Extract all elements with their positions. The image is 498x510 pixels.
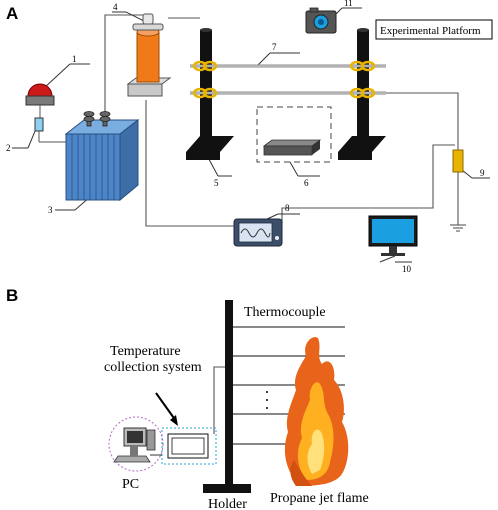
pc-icon bbox=[108, 416, 164, 472]
resistor-icon bbox=[452, 149, 464, 173]
label-3: 3 bbox=[48, 205, 53, 215]
high-voltage-coil-icon bbox=[126, 13, 172, 97]
component-numbers: 1 2 3 4 5 6 7 8 9 10 11 bbox=[6, 0, 485, 274]
alarm-light-icon bbox=[25, 83, 55, 120]
label-8: 8 bbox=[285, 203, 290, 213]
label-2: 2 bbox=[6, 143, 11, 153]
monitor-icon bbox=[368, 215, 418, 256]
panel-b-letter: B bbox=[6, 286, 18, 305]
arrow-icon bbox=[155, 392, 178, 426]
label-9: 9 bbox=[480, 168, 485, 178]
holder-label: Holder bbox=[208, 497, 247, 510]
label-5: 5 bbox=[214, 178, 219, 188]
platform-label: Experimental Platform bbox=[380, 25, 481, 37]
holder-icon bbox=[203, 300, 251, 493]
right-post-icon bbox=[338, 28, 386, 160]
fuse-icon bbox=[34, 117, 66, 143]
transformer-icon bbox=[64, 111, 140, 202]
sample-box-icon bbox=[256, 106, 332, 163]
label-11: 11 bbox=[344, 0, 353, 8]
thermocouple-label: Thermocouple bbox=[244, 305, 326, 320]
leader-lines bbox=[12, 7, 490, 263]
label-6: 6 bbox=[304, 178, 309, 188]
temperature-system-label-1: Temperature bbox=[110, 344, 181, 359]
left-post-icon bbox=[186, 28, 234, 160]
oscilloscope-icon bbox=[233, 218, 283, 247]
ellipsis-dots bbox=[266, 391, 268, 409]
pc-label: PC bbox=[122, 477, 139, 492]
flame-label: Propane jet flame bbox=[270, 491, 369, 506]
label-7: 7 bbox=[272, 42, 277, 52]
camera-icon bbox=[305, 7, 337, 34]
panel-a-letter: A bbox=[6, 4, 18, 23]
temperature-system-label-2: collection system bbox=[104, 360, 202, 375]
flame-icon bbox=[284, 337, 349, 486]
platform-label-box: Experimental Platform bbox=[375, 19, 493, 40]
electrode-rods-icon bbox=[190, 60, 386, 99]
label-10: 10 bbox=[402, 264, 412, 274]
temperature-system-icon bbox=[161, 427, 217, 465]
label-4: 4 bbox=[113, 2, 118, 12]
label-1: 1 bbox=[72, 54, 77, 64]
